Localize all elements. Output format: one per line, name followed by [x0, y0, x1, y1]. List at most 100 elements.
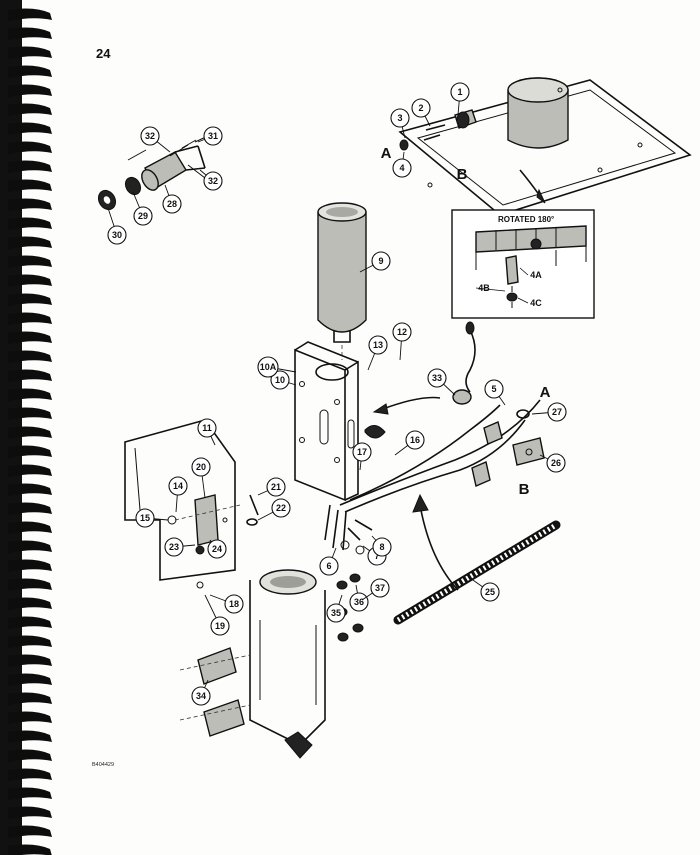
callout-circle [107, 225, 127, 245]
callout-label: 31 [208, 131, 218, 141]
callout-circle [266, 477, 286, 497]
callout-label: 10 [275, 375, 285, 385]
callout-circle [392, 158, 412, 178]
callout-circle [547, 402, 567, 422]
filter-canister [317, 202, 367, 360]
callout-circle [368, 335, 388, 355]
binding-loop [8, 616, 52, 629]
callout-circle [349, 592, 369, 612]
callout-label: 15 [140, 513, 150, 523]
callout-circle [392, 322, 412, 342]
binding-loop [8, 160, 52, 173]
binding-loop [8, 635, 52, 648]
callout-33: 33 [427, 368, 456, 396]
callout-18: 18 [209, 594, 244, 614]
callout-circle [352, 442, 372, 462]
binding-loop [8, 369, 52, 382]
callout-circle [207, 539, 227, 559]
callout-8: 8 [371, 535, 392, 557]
callout-31: 31 [197, 126, 223, 146]
ribbed-hose [393, 520, 561, 625]
callout-label: 22 [276, 503, 286, 513]
callout-14: 14 [168, 476, 188, 513]
callout-label: 33 [432, 373, 442, 383]
callout-2: 2 [411, 98, 431, 127]
binding-loop [8, 312, 52, 325]
callout-10: 10 [270, 370, 297, 390]
callout-circle [319, 556, 339, 576]
callout-label: 9 [378, 256, 383, 266]
binding-loop [8, 388, 52, 401]
callout-label: 30 [112, 230, 122, 240]
callout-1: 1 [450, 82, 470, 116]
wiring-harness [324, 399, 545, 551]
callout-circle [133, 206, 153, 226]
inset-title: ROTATED 180° [498, 215, 554, 224]
rotated-inset: ROTATED 180° [451, 209, 595, 319]
callout-27: 27 [531, 402, 567, 422]
callout-label: 34 [196, 691, 206, 701]
callout-circle [257, 356, 279, 378]
binding-loop [8, 198, 52, 211]
callout-label: 32 [208, 176, 218, 186]
callout-circle [197, 418, 217, 438]
binding-loop [8, 46, 52, 59]
callout-circle [405, 430, 425, 450]
connector-assembly [97, 135, 209, 211]
callout-circle [162, 194, 182, 214]
binding-loop [8, 27, 52, 40]
callout-4: 4 [392, 151, 412, 178]
callout-26: 26 [539, 453, 566, 473]
callout-32: 32 [199, 169, 223, 191]
callout-circle [427, 368, 447, 388]
callout-label: 6 [326, 561, 331, 571]
callout-circle [480, 582, 500, 602]
callout-29: 29 [132, 191, 153, 226]
binding-loop [8, 65, 52, 78]
inset-callout-leader [475, 287, 506, 292]
callout-12: 12 [392, 322, 412, 361]
binding-loop [8, 578, 52, 591]
callout-circle [370, 578, 390, 598]
callout-label: 17 [357, 447, 367, 457]
callout-36: 36 [349, 584, 369, 612]
binding-loop [8, 692, 52, 705]
callout-25: 25 [469, 577, 500, 602]
callout-circle [270, 370, 290, 390]
callout-19: 19 [204, 594, 230, 636]
callout-20: 20 [191, 457, 211, 499]
callout-label: 24 [212, 544, 222, 554]
callout-32: 32 [140, 126, 171, 153]
binding-loop [8, 293, 52, 306]
callout-23: 23 [164, 537, 196, 557]
callout-circle [390, 108, 410, 128]
binding-loop [8, 407, 52, 420]
callout-label: 28 [167, 199, 177, 209]
callout-label: 20 [196, 462, 206, 472]
binding-loop [8, 559, 52, 572]
binding-loop [8, 787, 52, 800]
callout-9: 9 [359, 251, 391, 273]
callout-circle [203, 171, 223, 191]
part-code: B404429 [92, 762, 114, 768]
callout-circle [546, 453, 566, 473]
reference-letter-a: A [540, 384, 551, 401]
callout-28: 28 [162, 184, 182, 214]
inset-callout-4c: 4C [530, 298, 542, 308]
sender-unit [372, 321, 476, 415]
callout-30: 30 [107, 207, 127, 245]
binding-loop [8, 521, 52, 534]
callout-label: 37 [375, 583, 385, 593]
binding-loop [8, 217, 52, 230]
callout-circle [224, 594, 244, 614]
callout-circle [411, 98, 431, 118]
callout-label: 3 [397, 113, 402, 123]
callout-circle [484, 379, 504, 399]
binding-loop [8, 331, 52, 344]
callout-circle [450, 82, 470, 102]
binding-loop [8, 844, 52, 855]
callout-label: 14 [173, 481, 183, 491]
callout-label: 25 [485, 587, 495, 597]
binding-loop [8, 274, 52, 287]
callout-circle [326, 603, 346, 623]
